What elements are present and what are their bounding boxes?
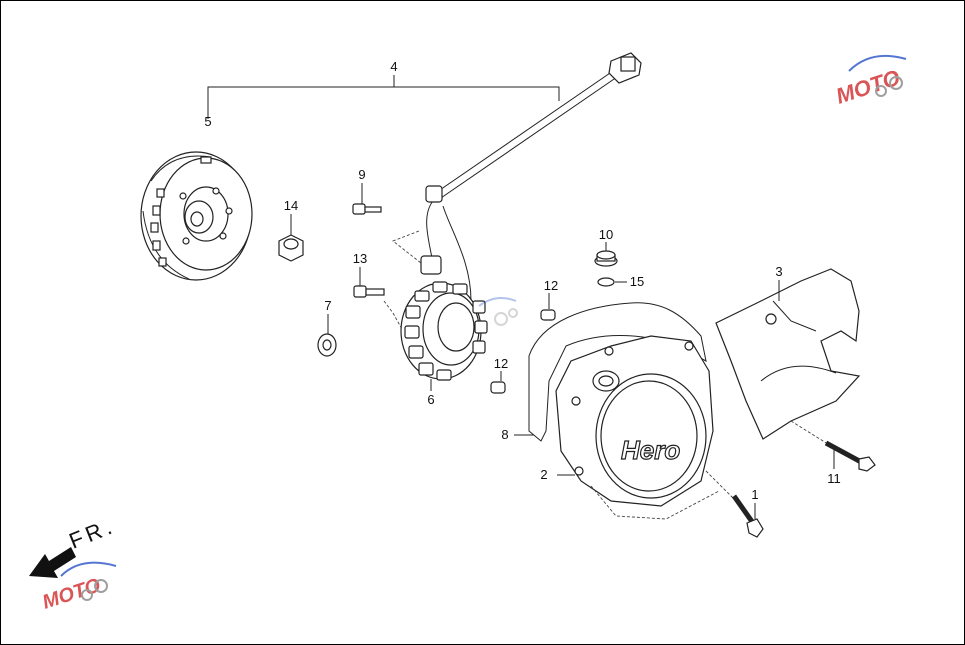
dowel-pin-lower — [490, 371, 506, 394]
callout-4: 4 — [390, 59, 397, 74]
callout-12-lower: 12 — [494, 356, 508, 371]
callouts: 4 5 14 9 13 7 6 10 15 12 12 3 8 2 11 1 — [204, 59, 840, 502]
washer-7 — [317, 314, 337, 357]
callout-10: 10 — [599, 227, 613, 242]
oring-15 — [597, 277, 627, 287]
callout-7: 7 — [324, 298, 331, 313]
callout-5: 5 — [204, 114, 211, 129]
front-direction-indicator: FR. — [29, 513, 119, 578]
watermark-text-bottom: MOTO — [40, 574, 104, 613]
bolt-11 — [790, 420, 876, 472]
callout-8: 8 — [501, 427, 508, 442]
callout-15: 15 — [630, 274, 644, 289]
callout-13: 13 — [353, 251, 367, 266]
direction-arrow-icon — [29, 547, 76, 578]
gasket-8 — [514, 302, 707, 442]
crankcase-cover: Hero — [555, 335, 720, 520]
callout-11: 11 — [827, 471, 841, 486]
plug-10 — [594, 242, 618, 267]
brand-mark: Hero — [621, 435, 680, 465]
callout-2: 2 — [540, 467, 547, 482]
flywheel-rotor — [140, 151, 253, 281]
harness-bracket — [207, 75, 560, 119]
callout-12-upper: 12 — [544, 278, 558, 293]
bolt-1 — [705, 470, 764, 538]
flywheel-nut — [278, 214, 304, 262]
callout-1: 1 — [751, 487, 758, 502]
stator-assembly — [383, 52, 642, 391]
bolt-9 — [352, 183, 382, 215]
bolt-13 — [353, 267, 385, 298]
moto-watermark-logo: MOTO — [833, 54, 907, 109]
callout-14: 14 — [284, 198, 298, 213]
direction-label: FR. — [66, 513, 119, 554]
callout-9: 9 — [358, 167, 365, 182]
callout-6: 6 — [427, 392, 434, 407]
sprocket-cover — [715, 268, 861, 440]
callout-3: 3 — [775, 264, 782, 279]
dowel-pin-upper — [540, 293, 556, 321]
moto-watermark-logo-center — [478, 296, 518, 326]
